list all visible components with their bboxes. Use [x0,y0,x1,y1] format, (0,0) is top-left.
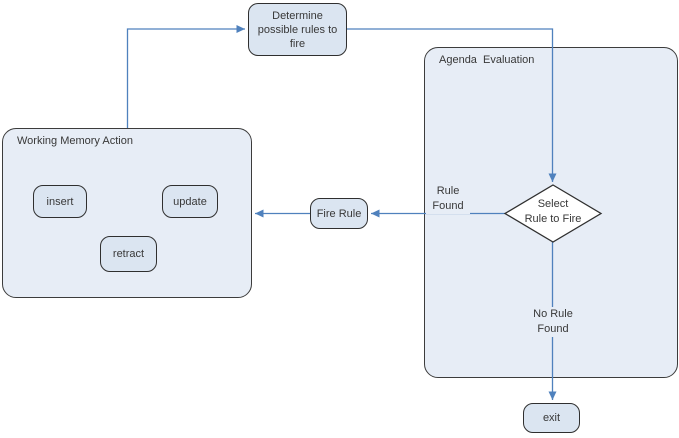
decision-select-rule-label: Select Rule to Fire [524,198,582,225]
node-determine-possible-rules: Determine possible rules to fire [248,3,347,56]
edge-label-rule-found: Rule Found [426,184,470,214]
node-fire-rule: Fire Rule [310,198,368,229]
node-exit: exit [523,403,580,433]
node-insert: insert [33,185,87,218]
connector-working-memory-to-determine [126,25,245,128]
working-memory-action-label: Working Memory Action [17,135,133,147]
node-retract: retract [100,236,157,272]
node-update: update [162,185,218,218]
agenda-evaluation-label: Agenda Evaluation [439,54,535,66]
edge-label-no-rule-found: No Rule Found [521,307,585,337]
